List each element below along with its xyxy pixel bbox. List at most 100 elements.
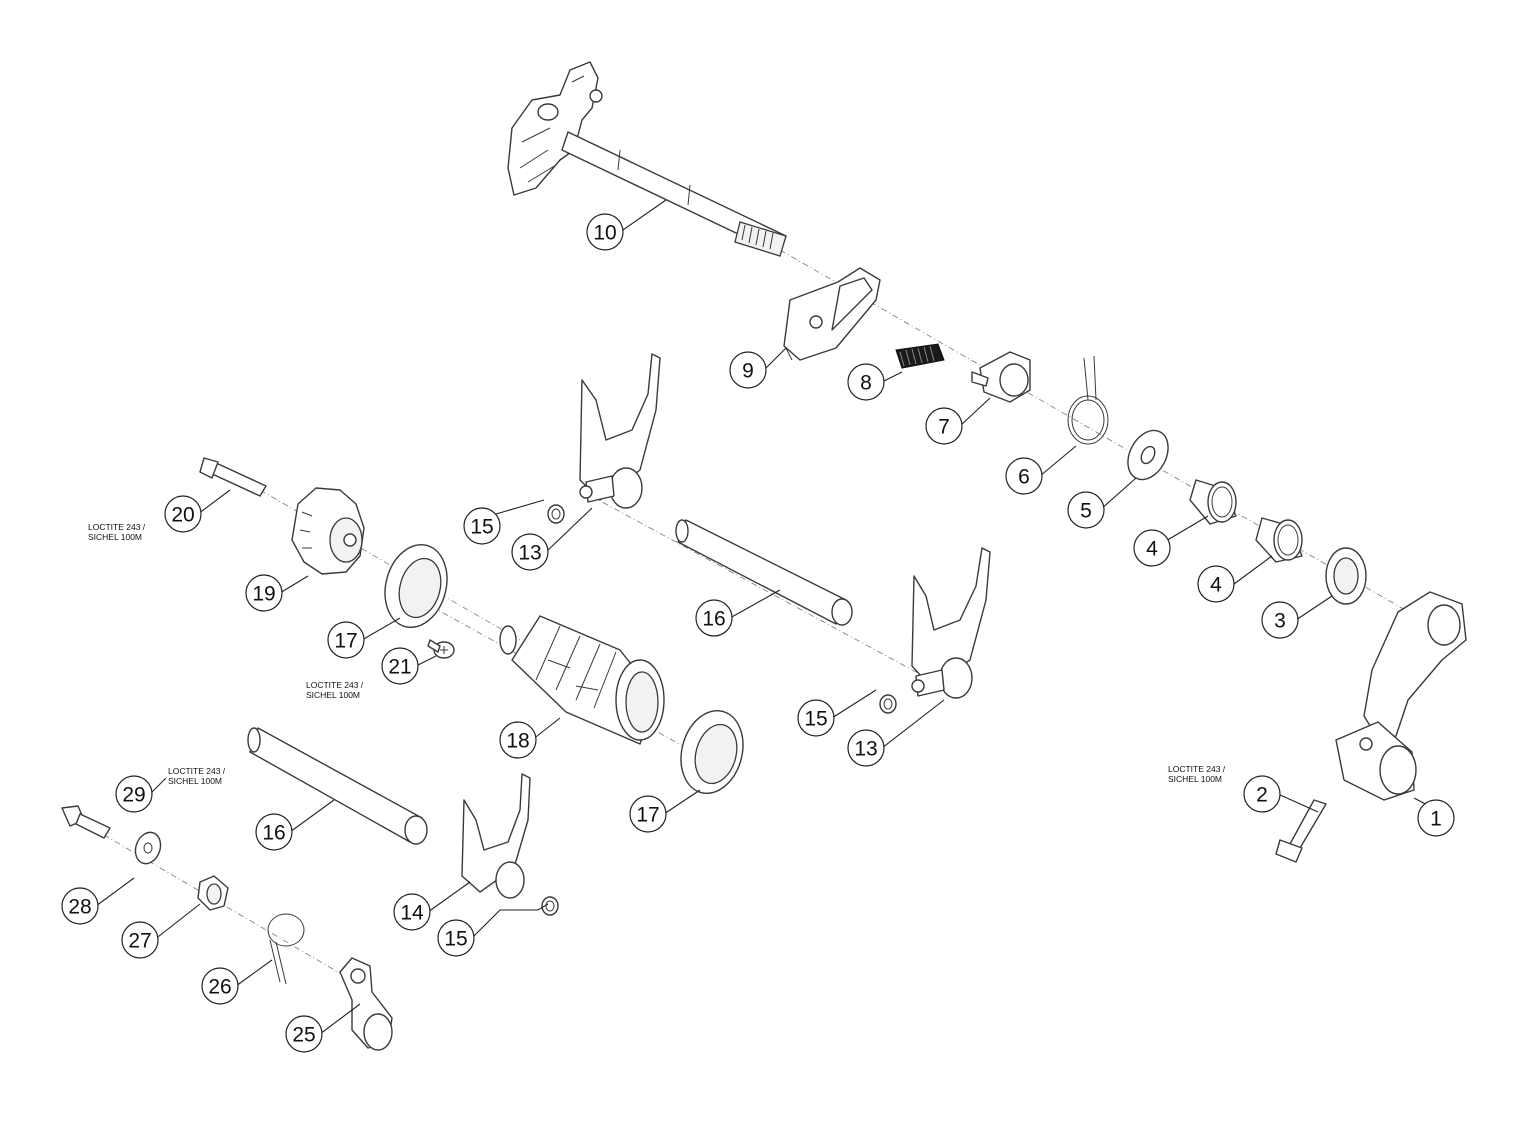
callout-13: 13 [847, 729, 885, 767]
part-16-fork-rod-upper [675, 519, 853, 626]
part-20-bolt [199, 457, 267, 497]
callout-26: 26 [201, 967, 239, 1005]
part-1-shift-lever [1335, 591, 1467, 801]
part-17-bearing-upper [384, 543, 448, 629]
callout-15: 15 [437, 919, 475, 957]
note-line-1: LOCTITE 243 / [168, 766, 226, 776]
callout-27: 27 [121, 921, 159, 959]
svg-text:3: 3 [1274, 610, 1286, 633]
part-4-bushing-upper [1189, 479, 1237, 525]
callout-7: 7 [925, 407, 963, 445]
note-line-2: SICHEL 100M [88, 532, 142, 542]
part-16-fork-rod-lower [247, 727, 428, 845]
svg-text:14: 14 [400, 902, 424, 925]
part-17-bearing-lower [680, 709, 744, 795]
part-8-spring [895, 343, 945, 369]
note-line-1: LOCTITE 243 / [306, 680, 364, 690]
svg-text:1: 1 [1430, 808, 1442, 831]
note-line-2: SICHEL 100M [168, 776, 222, 786]
part-9-shift-plate [783, 267, 881, 361]
part-29-bolt [61, 805, 111, 839]
callout-25: 25 [285, 1015, 323, 1053]
loctite-note-29: LOCTITE 243 / SICHEL 100M [168, 766, 226, 786]
svg-text:19: 19 [252, 583, 275, 606]
svg-text:9: 9 [742, 360, 754, 383]
part-26-hairpin-spring [267, 913, 305, 985]
part-10-shift-shaft [507, 61, 787, 257]
callout-16: 16 [695, 599, 733, 637]
callout-21: 21 [381, 647, 419, 685]
svg-text:16: 16 [702, 608, 725, 631]
callout-14: 14 [393, 893, 431, 931]
svg-text:17: 17 [334, 630, 357, 653]
callout-10: 10 [586, 213, 624, 251]
part-15-roller-b [879, 694, 897, 714]
part-4-bushing-lower [1255, 517, 1303, 563]
assembly-axes [69, 249, 1441, 986]
svg-text:27: 27 [128, 930, 151, 953]
part-13-shift-fork-upper [579, 353, 661, 509]
svg-text:17: 17 [636, 804, 659, 827]
part-7-guide [971, 351, 1031, 403]
loctite-note-20: LOCTITE 243 / SICHEL 100M [88, 522, 146, 542]
callout-bubbles: 1 2 3 4 4 5 6 7 8 9 10 13 13 14 15 15 15… [61, 213, 1455, 1053]
loctite-note-2: LOCTITE 243 / SICHEL 100M [1168, 764, 1226, 784]
svg-text:20: 20 [171, 504, 194, 527]
part-15-roller-c [541, 896, 559, 916]
svg-text:10: 10 [593, 222, 616, 245]
svg-text:25: 25 [292, 1024, 315, 1047]
svg-text:26: 26 [208, 976, 231, 999]
note-line-1: LOCTITE 243 / [88, 522, 146, 532]
callout-8: 8 [847, 363, 885, 401]
svg-text:28: 28 [68, 896, 91, 919]
svg-text:13: 13 [518, 542, 541, 565]
callout-17: 17 [629, 795, 667, 833]
part-28-washer [134, 831, 162, 865]
callout-2: 2 [1243, 775, 1281, 813]
part-21-screw [427, 639, 455, 659]
callout-4: 4 [1133, 529, 1171, 567]
svg-text:4: 4 [1210, 574, 1222, 597]
callout-28: 28 [61, 887, 99, 925]
callout-20: 20 [164, 495, 202, 533]
part-18-shift-drum [499, 615, 665, 745]
svg-text:7: 7 [938, 416, 950, 439]
svg-text:18: 18 [506, 730, 529, 753]
callout-6: 6 [1005, 457, 1043, 495]
callout-18: 18 [499, 721, 537, 759]
callout-3: 3 [1261, 601, 1299, 639]
part-2-bolt [1275, 799, 1327, 863]
part-25-lever [339, 957, 393, 1051]
svg-text:16: 16 [262, 822, 285, 845]
svg-text:15: 15 [804, 708, 827, 731]
svg-text:29: 29 [122, 784, 145, 807]
leader-lines [95, 199, 1453, 1035]
part-15-roller-a [547, 504, 565, 524]
callout-19: 19 [245, 574, 283, 612]
part-19-star-wheel [291, 487, 365, 575]
part-27-nut [197, 875, 229, 911]
callout-16: 16 [255, 813, 293, 851]
callout-5: 5 [1067, 491, 1105, 529]
svg-text:13: 13 [854, 738, 877, 761]
note-line-2: SICHEL 100M [306, 690, 360, 700]
svg-text:21: 21 [388, 656, 411, 679]
svg-text:6: 6 [1018, 466, 1030, 489]
svg-text:4: 4 [1146, 538, 1158, 561]
note-line-1: LOCTITE 243 / [1168, 764, 1226, 774]
callout-15: 15 [797, 699, 835, 737]
part-3-seal [1325, 547, 1367, 605]
svg-text:5: 5 [1080, 500, 1092, 523]
callout-29: 29 [115, 775, 153, 813]
svg-text:8: 8 [860, 372, 872, 395]
note-line-2: SICHEL 100M [1168, 774, 1222, 784]
part-6-spring-clip [1067, 355, 1109, 445]
callout-13: 13 [511, 533, 549, 571]
part-5-washer [1127, 429, 1169, 481]
loctite-note-21: LOCTITE 243 / SICHEL 100M [306, 680, 364, 700]
callout-9: 9 [729, 351, 767, 389]
part-14-shift-fork [461, 773, 531, 899]
svg-text:15: 15 [470, 516, 493, 539]
